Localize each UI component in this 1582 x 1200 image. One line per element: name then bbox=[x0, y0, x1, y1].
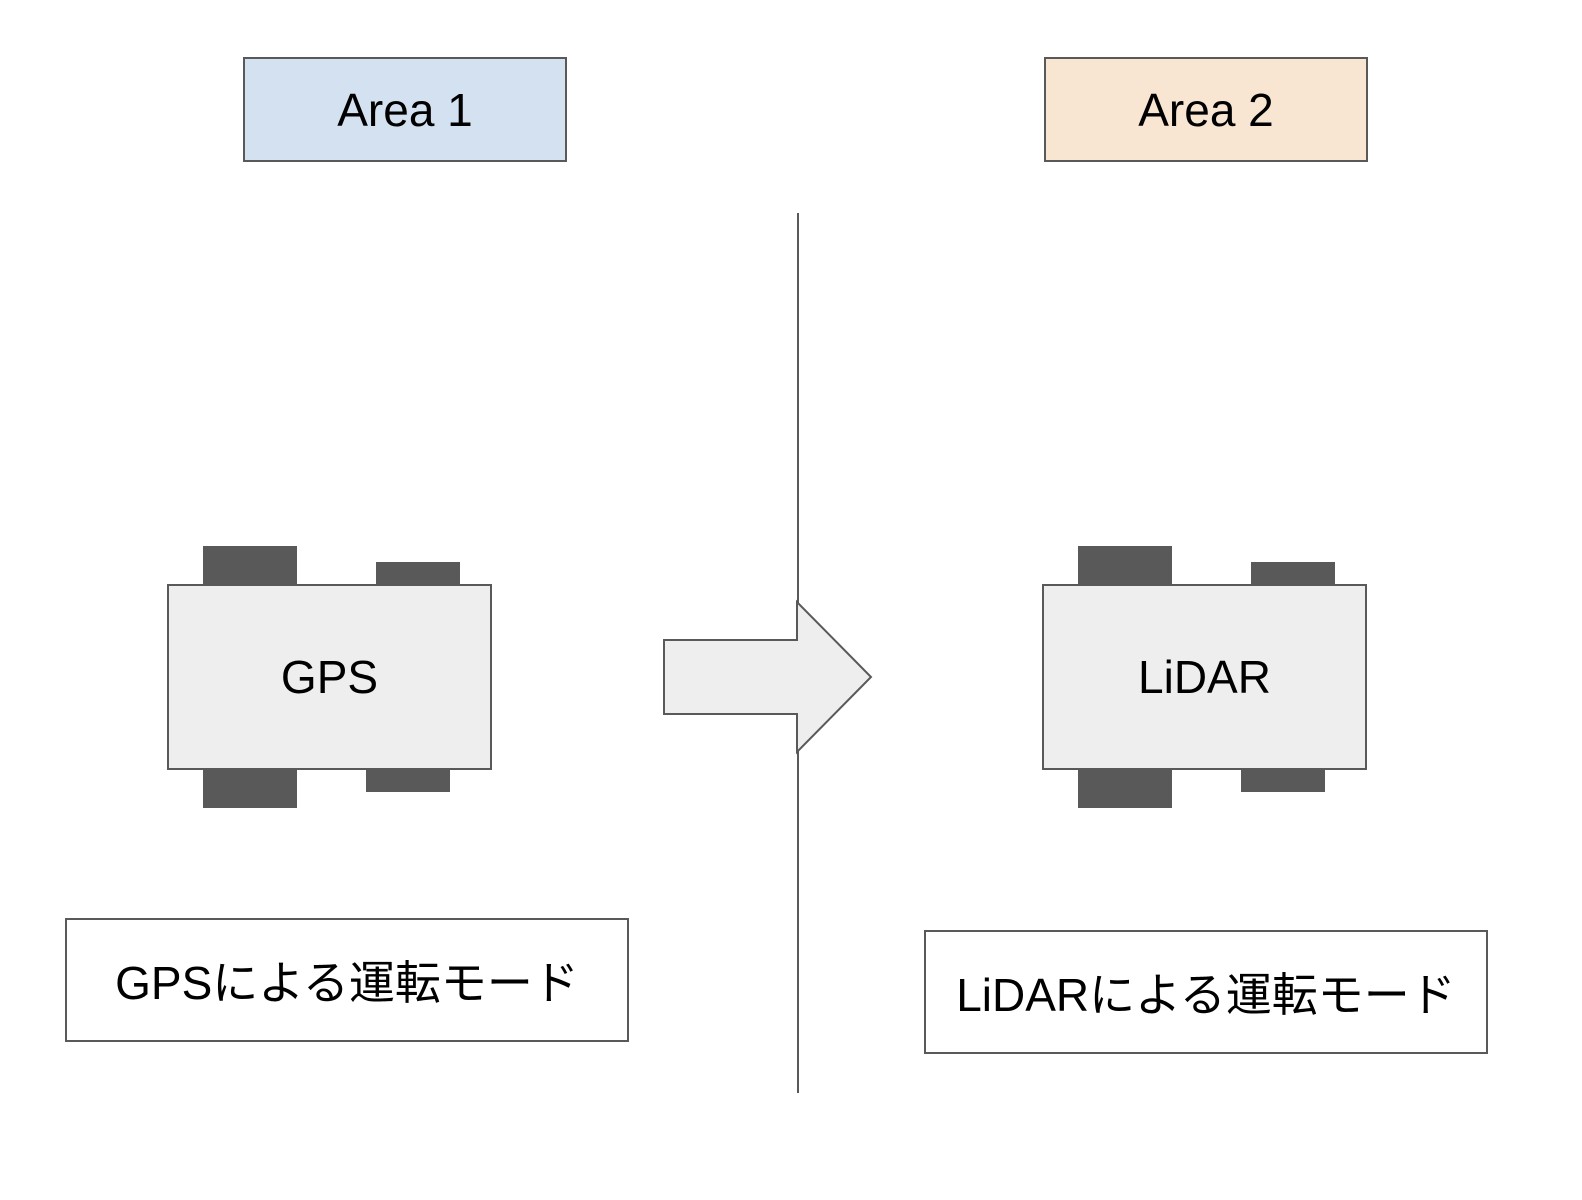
vehicle-sensor-label: LiDAR bbox=[1138, 651, 1271, 703]
gps-mode-label: GPSによる運転モード bbox=[115, 957, 579, 1009]
wheel bbox=[1078, 546, 1172, 586]
wheel bbox=[1078, 768, 1172, 808]
transition-arrow bbox=[663, 599, 873, 755]
area-1-label-box: Area 1 bbox=[243, 57, 567, 162]
area-2-label: Area 2 bbox=[1138, 83, 1274, 136]
vehicle-lidar: LiDAR bbox=[1040, 544, 1370, 814]
lidar-mode-box: LiDARによる運転モード bbox=[924, 930, 1488, 1054]
vehicle-body: LiDAR bbox=[1042, 584, 1367, 770]
gps-mode-box: GPSによる運転モード bbox=[65, 918, 629, 1042]
vehicle-body: GPS bbox=[167, 584, 492, 770]
wheel bbox=[203, 768, 297, 808]
vehicle-sensor-label: GPS bbox=[280, 651, 379, 703]
wheel bbox=[1251, 562, 1335, 586]
area-1-label: Area 1 bbox=[337, 83, 473, 136]
area-2-label-box: Area 2 bbox=[1044, 57, 1368, 162]
wheel bbox=[376, 562, 460, 586]
vehicle-gps: GPS bbox=[165, 544, 495, 814]
wheel bbox=[203, 546, 297, 586]
lidar-mode-label: LiDARによる運転モード bbox=[956, 969, 1456, 1021]
wheel bbox=[366, 768, 450, 792]
wheel bbox=[1241, 768, 1325, 792]
